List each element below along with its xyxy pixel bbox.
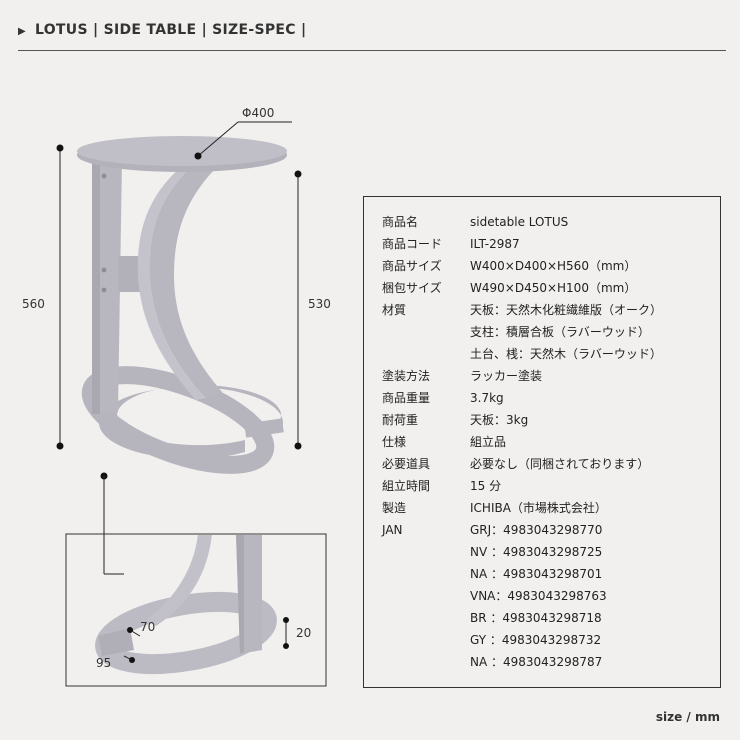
unit-label: size / mm <box>655 710 720 724</box>
detail-illustration <box>95 535 277 675</box>
detail-thickness-label: 20 <box>296 626 312 640</box>
table-curved-leg <box>149 166 222 398</box>
detail-width-label: 95 <box>96 656 112 670</box>
play-arrow-icon: ▶ <box>18 26 26 37</box>
detail-box <box>65 533 327 687</box>
spec-table: 商品名 sidetable LOTUS 商品コード ILT-2987 商品サイズ… <box>363 196 721 688</box>
header-divider <box>18 50 726 51</box>
page-title: LOTUS | SIDE TABLE | SIZE-SPEC | <box>35 22 307 38</box>
detail-gap-label: 70 <box>140 620 156 634</box>
top-height-label: 530 <box>308 297 331 311</box>
diameter-label: Φ400 <box>242 106 275 120</box>
total-height-label: 560 <box>22 297 45 311</box>
side-table-illustration <box>77 136 287 474</box>
page-header: ▶ LOTUS | SIDE TABLE | SIZE-SPEC | <box>18 22 726 52</box>
